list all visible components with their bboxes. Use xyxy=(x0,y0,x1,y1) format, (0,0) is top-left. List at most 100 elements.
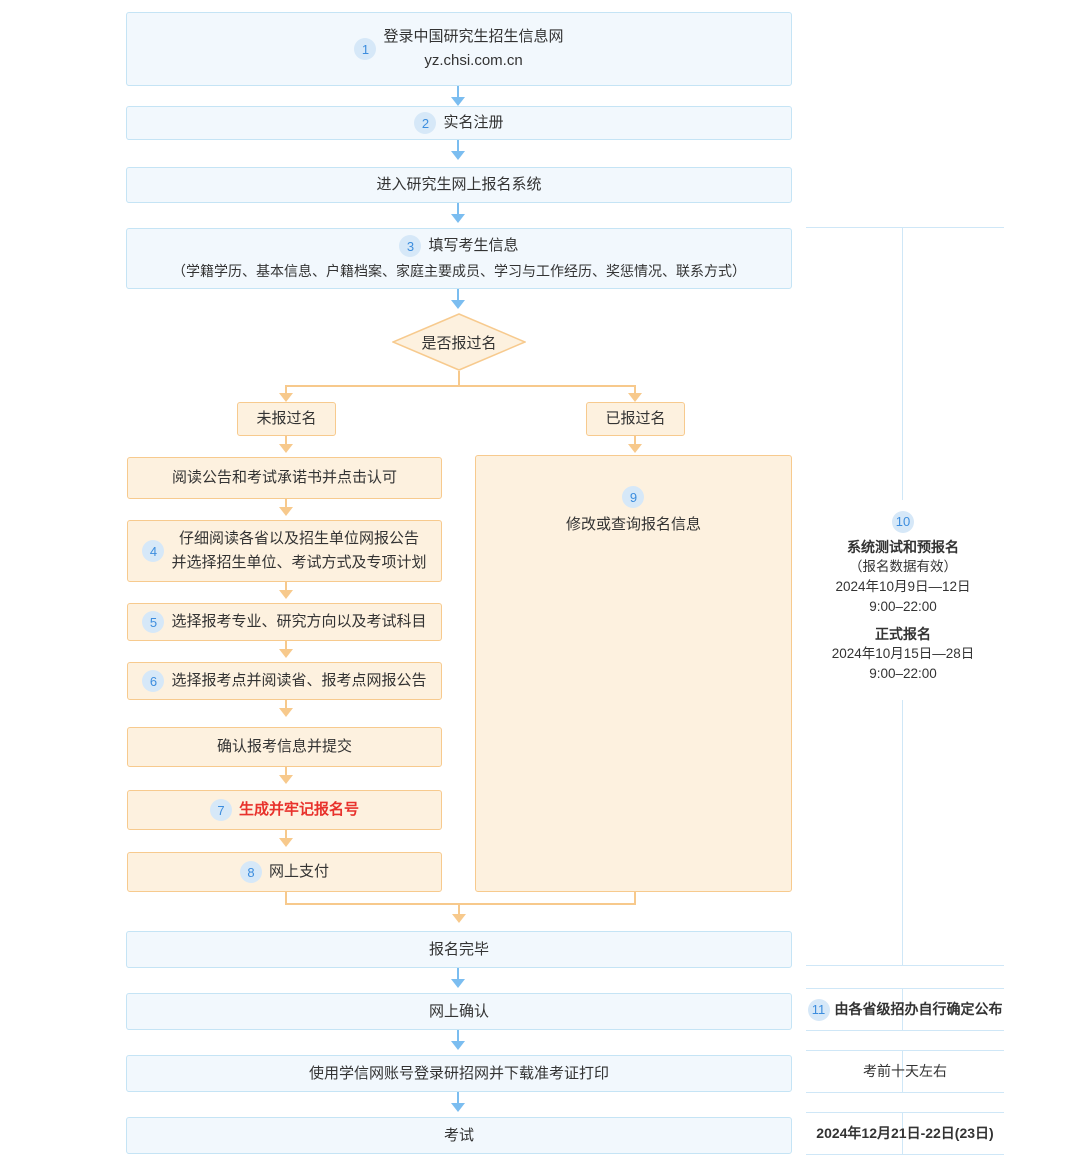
step-5-box[interactable]: 5 选择报考专业、研究方向以及考试科目 xyxy=(127,603,442,641)
exam-box[interactable]: 考试 xyxy=(126,1117,792,1154)
connector-read-4 xyxy=(285,499,287,510)
read-notice-box[interactable]: 阅读公告和考试承诺书并点击认可 xyxy=(127,457,442,499)
anno-vline-upper xyxy=(902,228,903,500)
arrow-confirm-ticket xyxy=(451,1041,465,1050)
arrow-merge-done xyxy=(452,914,466,923)
enter-system-box[interactable]: 进入研究生网上报名系统 xyxy=(126,167,792,203)
annotation-10: 10 系统测试和预报名 （报名数据有效） 2024年10月9日—12日 9:00… xyxy=(802,510,1004,684)
annotation-10-time2: 9:00–22:00 xyxy=(869,665,937,681)
arrow-read-4 xyxy=(279,507,293,516)
connector-done-confirm xyxy=(457,968,459,981)
annotation-11-text: 由各省级招办自行确定公布 xyxy=(834,1001,1003,1017)
annotation-exam-text: 2024年12月21日-22日(23日) xyxy=(816,1125,994,1141)
split-bar xyxy=(285,385,636,387)
registration-done-label: 报名完毕 xyxy=(428,940,489,958)
step-8-label: 网上支付 xyxy=(268,863,329,880)
online-confirm-box[interactable]: 网上确认 xyxy=(126,993,792,1030)
anno-rule-5 xyxy=(806,1092,1004,1093)
annotation-10-badge: 10 xyxy=(892,510,914,533)
connector-2-enter xyxy=(457,140,459,154)
annotation-11-badge: 11 xyxy=(807,998,830,1021)
confirm-submit-box[interactable]: 确认报考信息并提交 xyxy=(127,727,442,767)
split-right-drop xyxy=(634,385,636,396)
download-ticket-box[interactable]: 使用学信网账号登录研招网并下载准考证打印 xyxy=(126,1055,792,1092)
annotation-10-content: 10 系统测试和预报名 （报名数据有效） 2024年10月9日—12日 9:00… xyxy=(802,510,1004,684)
annotation-exam: 2024年12月21日-22日(23日) xyxy=(806,1113,1004,1154)
decision-label: 是否报过名 xyxy=(421,334,497,352)
anno-rule-4 xyxy=(806,1050,1004,1051)
step-4-label: 仔细阅读各省以及招生单位网报公告并选择招生单位、考试方式及专项计划 xyxy=(171,530,427,571)
connector-5-6 xyxy=(285,641,287,652)
step-7-label: 生成并牢记报名号 xyxy=(238,801,359,818)
anno-vline-row-ticket xyxy=(902,1051,903,1092)
download-ticket-label: 使用学信网账号登录研招网并下载准考证打印 xyxy=(308,1064,609,1082)
read-notice-label: 阅读公告和考试承诺书并点击认可 xyxy=(171,469,397,486)
step-1-badge: 1 xyxy=(354,38,377,60)
step-4-badge: 4 xyxy=(142,540,165,562)
connector-1-2 xyxy=(457,86,459,100)
step-7-badge: 7 xyxy=(209,799,232,821)
step-6-label: 选择报考点并阅读省、报考点网报公告 xyxy=(171,672,427,689)
registration-done-box[interactable]: 报名完毕 xyxy=(126,931,792,968)
arrow-enter-3 xyxy=(451,214,465,223)
connector-confirm-ticket xyxy=(457,1030,459,1043)
arrow-2-enter xyxy=(451,151,465,160)
branch-registered-label: 已报过名 xyxy=(605,410,666,427)
confirm-submit-label: 确认报考信息并提交 xyxy=(216,738,352,755)
arrow-7-8 xyxy=(279,838,293,847)
annotation-10-sub1: （报名数据有效） xyxy=(849,558,957,574)
annotation-10-date2: 2024年10月15日—28日 xyxy=(831,645,975,661)
step-2-badge: 2 xyxy=(414,112,437,134)
step-3-badge: 3 xyxy=(399,235,422,257)
step-3-title: 填写考生信息 xyxy=(428,237,519,254)
step-8-box[interactable]: 8 网上支付 xyxy=(127,852,442,892)
connector-yes-s9 xyxy=(634,436,636,447)
step-9-box[interactable]: 9 修改或查询报名信息 xyxy=(475,455,792,892)
arrow-ticket-exam xyxy=(451,1103,465,1112)
step-3-box[interactable]: 3 填写考生信息 （学籍学历、基本信息、户籍档案、家庭主要成员、学习与工作经历、… xyxy=(126,228,792,289)
anno-rule-2 xyxy=(806,988,1004,989)
anno-vline-lower xyxy=(902,700,903,966)
anno-vline-row11 xyxy=(902,989,903,1030)
arrow-branch-yes xyxy=(628,393,642,402)
step-5-label: 选择报考专业、研究方向以及考试科目 xyxy=(171,613,427,630)
enter-system-label: 进入研究生网上报名系统 xyxy=(376,176,542,193)
arrow-branch-no xyxy=(279,393,293,402)
connector-7-8 xyxy=(285,830,287,841)
connector-ticket-exam xyxy=(457,1092,459,1105)
connector-confirm-7 xyxy=(285,767,287,778)
step-5-badge: 5 xyxy=(142,611,165,633)
arrow-yes-s9 xyxy=(628,444,642,453)
step-3-detail: （学籍学历、基本信息、户籍档案、家庭主要成员、学习与工作经历、奖惩情况、联系方式… xyxy=(172,263,746,279)
step-8-badge: 8 xyxy=(239,861,262,883)
arrow-5-6 xyxy=(279,649,293,658)
decision-diamond[interactable]: 是否报过名 xyxy=(392,313,526,371)
exam-label: 考试 xyxy=(443,1126,474,1144)
annotation-10-date1: 2024年10月9日—12日 xyxy=(835,578,971,594)
arrow-no-read xyxy=(279,444,293,453)
split-stem xyxy=(458,371,460,387)
anno-vline-row-exam xyxy=(902,1113,903,1154)
connector-enter-3 xyxy=(457,203,459,217)
connector-6-confirm xyxy=(285,700,287,711)
branch-registered-box[interactable]: 已报过名 xyxy=(586,402,685,436)
step-4-box[interactable]: 4 仔细阅读各省以及招生单位网报公告并选择招生单位、考试方式及专项计划 xyxy=(127,520,442,582)
step-6-box[interactable]: 6 选择报考点并阅读省、报考点网报公告 xyxy=(127,662,442,700)
branch-not-registered-box[interactable]: 未报过名 xyxy=(237,402,336,436)
anno-rule-top xyxy=(806,227,1004,228)
connector-no-read xyxy=(285,436,287,447)
annotation-ticket-text: 考前十天左右 xyxy=(863,1063,947,1079)
step-7-box[interactable]: 7 生成并牢记报名号 xyxy=(127,790,442,830)
anno-rule-1 xyxy=(806,965,1004,966)
diamond-shape xyxy=(392,313,526,371)
step-2-box[interactable]: 2 实名注册 xyxy=(126,106,792,140)
online-confirm-label: 网上确认 xyxy=(428,1002,489,1020)
arrow-4-5 xyxy=(279,590,293,599)
anno-rule-7 xyxy=(806,1154,1004,1155)
annotation-10-title1: 系统测试和预报名 xyxy=(847,538,959,555)
anno-rule-6 xyxy=(806,1112,1004,1113)
step-9-label: 修改或查询报名信息 xyxy=(565,516,701,533)
annotation-10-title2: 正式报名 xyxy=(875,625,931,642)
